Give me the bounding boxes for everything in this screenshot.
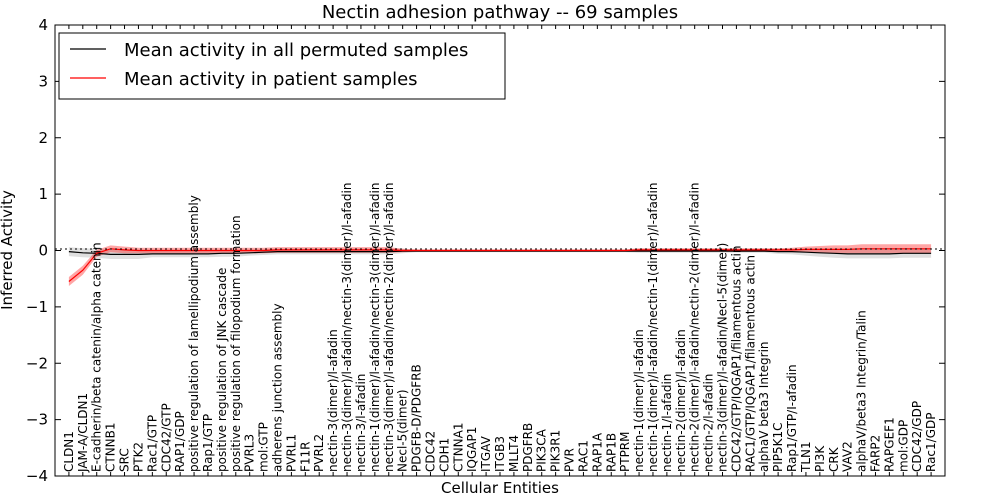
x-tick-label: PIK3R1 — [549, 430, 563, 472]
x-tick-label: CTNNB1 — [104, 422, 118, 472]
x-tick-label: F11R — [298, 441, 312, 472]
x-tick-label: RAPGEF1 — [882, 417, 896, 472]
x-tick-label: nectin-3(dimer)/l-afadin/Necl-5(dimer) — [716, 243, 730, 472]
x-tick-label: nectin-3/l-afadin — [354, 374, 368, 472]
legend: Mean activity in all permuted samples Me… — [58, 32, 506, 100]
x-tick-label: alphaV/beta3 Integrin/Talin — [855, 310, 869, 472]
y-axis-label: Inferred Activity — [0, 190, 16, 310]
x-tick-label: PI3K — [813, 445, 827, 472]
x-axis-label: Cellular Entities — [441, 479, 559, 497]
x-tick-label: Rac1/GTP — [145, 415, 159, 472]
series-line-1 — [68, 248, 932, 282]
x-tick-label: positive regulation of lamellipodium ass… — [187, 195, 201, 472]
legend-frame — [58, 32, 506, 100]
x-tick-label: Rac1/GDP — [924, 413, 938, 472]
x-tick-label: JAM-A/CLDN1 — [76, 393, 90, 473]
y-tick-label: 0 — [38, 242, 48, 260]
x-tick-label: adherens junction assembly — [271, 303, 285, 472]
y-tick-label: 3 — [38, 72, 48, 90]
x-tick-label: CDC42/GTP — [159, 403, 173, 472]
x-tick-label: CLDN1 — [62, 431, 76, 472]
x-tick-label: ITGB3 — [493, 436, 507, 472]
x-tick-label: CDC42 — [423, 431, 437, 472]
x-tick-label: RAP1A — [590, 432, 604, 472]
x-tick-label: nectin-2(dimer)/l-afadin — [674, 329, 688, 472]
legend-label-patient: Mean activity in patient samples — [124, 69, 418, 90]
x-tick-label: SRC — [118, 448, 132, 472]
x-tick-label: nectin-3(dimer)/l-afadin — [326, 329, 340, 472]
x-tick-label: CRK — [827, 446, 841, 472]
x-tick-label: positive regulation of JNK cascade — [215, 268, 229, 472]
x-tick-label: nectin-1/l-afadin — [660, 374, 674, 472]
x-tick-label: PIK3CA — [535, 428, 549, 472]
x-tick-label: PVRL3 — [243, 434, 257, 472]
x-tick-label: nectin-2(dimer)/l-afadin/nectin-2(dimer)… — [688, 183, 702, 472]
legend-label-permuted: Mean activity in all permuted samples — [124, 40, 468, 61]
x-tick-label: nectin-1(dimer)/l-afadin/nectin-1(dimer)… — [646, 183, 660, 472]
x-tick-label: PVRL1 — [284, 434, 298, 472]
x-tick-label: ITGAV — [479, 435, 493, 472]
y-axis-ticks: −4 −3 −2 −1 0 1 2 3 4 — [26, 16, 945, 485]
y-tick-label: −3 — [26, 411, 48, 429]
y-tick-label: −4 — [26, 467, 48, 485]
x-tick-label: RAP1/GDP — [173, 411, 187, 472]
x-tick-label: TLN1 — [799, 441, 813, 473]
chart-title: Nectin adhesion pathway -- 69 samples — [322, 2, 678, 23]
y-tick-label: −2 — [26, 354, 48, 372]
x-tick-label: IQGAP1 — [465, 427, 479, 472]
x-tick-label: FARP2 — [868, 435, 882, 472]
x-tick-label: nectin-1(dimer)/l-afadin — [632, 329, 646, 472]
x-tick-label: CDC42/GTP/IQGAP1/filamentous actin — [729, 246, 743, 472]
plot-area-frame — [54, 24, 946, 477]
x-tick-label: alphaV beta3 Integrin — [757, 341, 771, 472]
x-tick-label: E-cadherin/beta catenin/alpha catenin — [90, 242, 104, 472]
x-tick-label: RAC1/GTP/IQGAP1/filamentous actin — [743, 255, 757, 472]
x-tick-label: MLLT4 — [507, 435, 521, 472]
x-tick-label: CDC42/GDP — [910, 401, 924, 472]
x-tick-label: PTK2 — [131, 442, 145, 472]
x-tick-label: nectin-3(dimer)/l-afadin/nectin-2(dimer)… — [382, 183, 396, 472]
x-tick-label: Necl-5(dimer) — [396, 389, 410, 472]
x-tick-label: RAP1B — [604, 433, 618, 472]
y-tick-label: 1 — [38, 185, 48, 203]
x-tick-label: nectin-2/l-afadin — [702, 374, 716, 472]
x-tick-label: mol:GDP — [896, 420, 910, 472]
series-band-1 — [68, 244, 932, 286]
x-tick-label: VAV2 — [841, 441, 855, 472]
x-tick-label: CTNNA1 — [451, 422, 465, 472]
x-tick-label: Rap1/GTP — [201, 414, 215, 472]
y-tick-label: −1 — [26, 298, 48, 316]
y-tick-label: 4 — [38, 16, 48, 34]
x-tick-label: nectin-3(dimer)/l-afadin/nectin-3(dimer)… — [340, 183, 354, 472]
x-tick-label: Rap1/GTP/I-afadin — [785, 364, 799, 472]
x-tick-label: nectin-1(dimer)/l-afadin/nectin-3(dimer)… — [368, 183, 382, 472]
x-tick-label: mol:GTP — [257, 422, 271, 472]
series-lines — [68, 248, 932, 282]
x-tick-label: positive regulation of filopodium format… — [229, 215, 243, 472]
x-tick-label: PVRL2 — [312, 434, 326, 472]
x-tick-label: CDH1 — [437, 438, 451, 472]
y-tick-label: 2 — [38, 129, 48, 147]
x-tick-label: PIP5K1C — [771, 422, 785, 472]
x-tick-label: RAC1 — [576, 440, 590, 472]
x-tick-label: PDGFRB — [521, 423, 535, 472]
x-tick-label: PDGFB-D/PDGFRB — [410, 364, 424, 472]
x-tick-label: PVR — [563, 448, 577, 472]
x-tick-label: PTPRM — [618, 432, 632, 473]
